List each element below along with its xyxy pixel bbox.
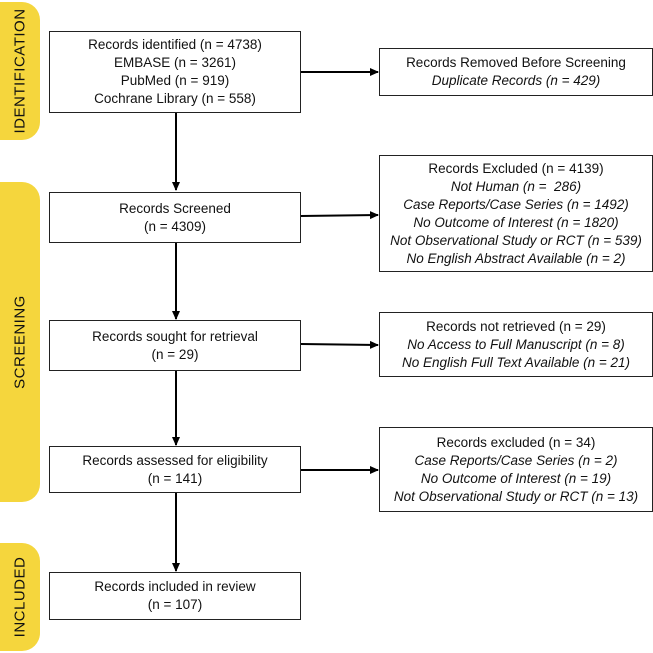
arrow-sought-to-not-retrieved [300, 340, 379, 349]
box-records-excluded-eligibility: Records excluded (n = 34) Case Reports/C… [379, 427, 653, 512]
box-line: No Access to Full Manuscript (n = 8) [407, 336, 625, 352]
box-title: Records sought for retrieval [92, 328, 258, 344]
box-title: Records Excluded (n = 4139) [428, 160, 604, 176]
box-records-screened: Records Screened (n = 4309) [49, 192, 301, 243]
box-line: No Outcome of Interest (n = 19) [420, 470, 612, 486]
box-title: Records Screened [119, 200, 231, 216]
arrow-screened-to-excluded [300, 211, 379, 220]
box-line: EMBASE (n = 3261) [114, 55, 236, 70]
box-title: Records Removed Before Screening [406, 55, 626, 70]
box-title: Records included in review [94, 579, 256, 594]
box-line: Not Human (n = 286) [450, 178, 582, 194]
phase-bar-screening: SCREENING [0, 182, 40, 502]
phase-bar-included: INCLUDED [0, 543, 40, 651]
box-records-identified: Records identified (n = 4738) EMBASE (n … [49, 31, 301, 113]
box-line: No English Abstract Available (n = 2) [406, 250, 626, 266]
box-title: Records not retrieved (n = 29) [426, 318, 606, 334]
box-title: Records excluded (n = 34) [436, 434, 596, 450]
phase-bar-identification: IDENTIFICATION [0, 2, 40, 140]
box-records-sought: Records sought for retrieval (n = 29) [49, 320, 301, 371]
box-records-excluded-screening: Records Excluded (n = 4139) Not Human (n… [379, 155, 653, 272]
box-title: Records identified (n = 4738) [88, 37, 262, 52]
box-line: Case Reports/Case Series (n = 1492) [403, 196, 629, 212]
box-line: (n = 141) [147, 470, 203, 486]
box-records-assessed: Records assessed for eligibility (n = 14… [49, 446, 301, 493]
box-line: Duplicate Records (n = 429) [431, 73, 601, 88]
box-line: (n = 4309) [144, 218, 206, 234]
box-records-included: Records included in review (n = 107) [49, 572, 301, 620]
box-line: Case Reports/Case Series (n = 2) [414, 452, 618, 468]
box-title: Records assessed for eligibility [82, 452, 268, 468]
box-line: Not Observational Study or RCT (n = 13) [393, 488, 639, 504]
box-line: (n = 29) [151, 346, 199, 362]
box-records-not-retrieved: Records not retrieved (n = 29) No Access… [379, 312, 653, 377]
box-line: No Outcome of Interest (n = 1820) [413, 214, 619, 230]
box-line: Not Observational Study or RCT (n = 539) [390, 232, 642, 248]
box-line: No English Full Text Available (n = 21) [402, 354, 630, 370]
box-line: Cochrane Library (n = 558) [94, 91, 256, 106]
box-line: (n = 107) [147, 597, 203, 612]
box-records-removed: Records Removed Before Screening Duplica… [379, 48, 653, 96]
box-line: PubMed (n = 919) [120, 73, 230, 88]
